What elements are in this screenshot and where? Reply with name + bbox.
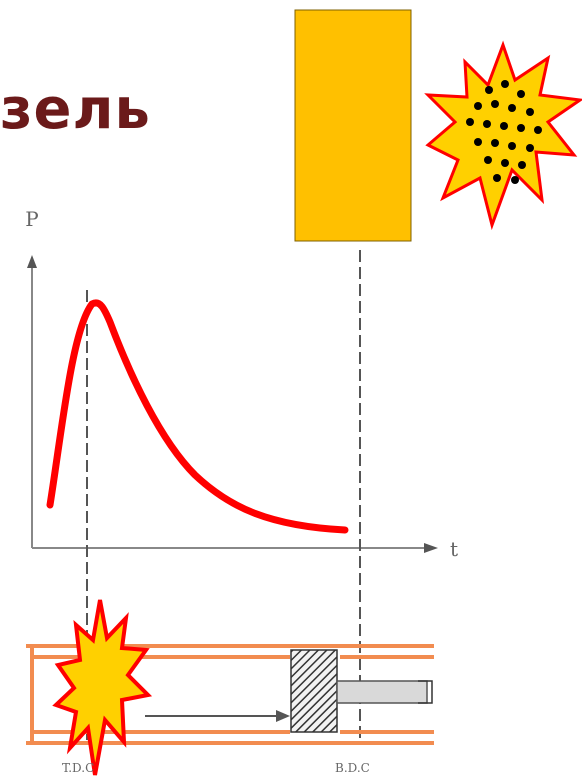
x-axis-arrow [424, 543, 438, 553]
explosion-icon [52, 599, 153, 776]
y-axis-label: P [25, 207, 38, 231]
pressure-curve [46, 299, 349, 534]
fuel-particles-icon [424, 40, 582, 231]
arrow-icon [145, 710, 290, 722]
slide-title: зель [0, 77, 151, 142]
y-axis-arrow [27, 255, 37, 268]
bdc-label: B.D.C [335, 761, 370, 775]
x-axis-label: t [450, 537, 458, 561]
axes [27, 255, 438, 553]
piston-icon [290, 649, 433, 733]
tdc-label: T.D.C [62, 761, 94, 775]
fuel-block [294, 9, 412, 242]
